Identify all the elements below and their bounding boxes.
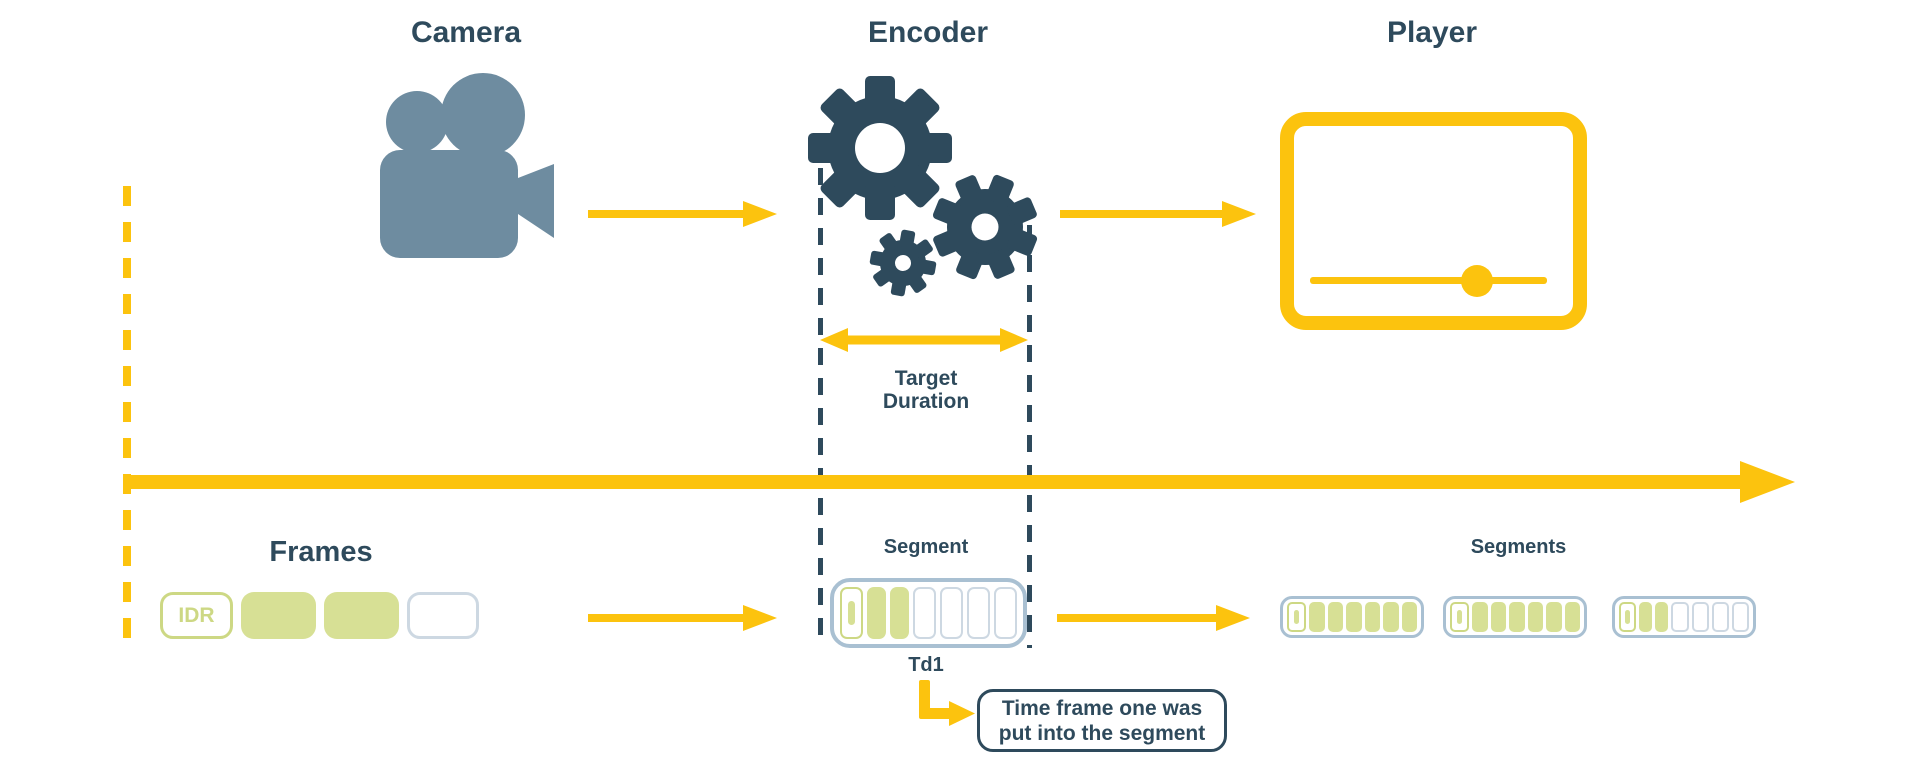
td1-callout-arrow	[919, 680, 975, 726]
camera-reel-large	[441, 73, 525, 157]
filled-frame	[1309, 602, 1325, 632]
camera-body	[380, 150, 518, 258]
segments-label: Segments	[1470, 536, 1567, 558]
flow-arrow-encoder-player	[1060, 201, 1256, 227]
filled-frame	[1472, 602, 1488, 632]
empty-frame	[1711, 602, 1729, 632]
segment-box	[830, 578, 1027, 648]
target-duration-label: Target Duration	[882, 367, 970, 413]
gear-medium	[932, 174, 1038, 280]
segments-box-2	[1443, 596, 1587, 638]
filled-frame	[1401, 602, 1417, 632]
camera-icon	[380, 73, 554, 258]
arrowhead-icon	[1740, 461, 1795, 503]
callout-box: Time frame one was put into the segment	[977, 689, 1227, 752]
idr-pill	[1294, 610, 1300, 624]
arrowhead-icon	[1222, 201, 1256, 227]
arrowhead-icon	[743, 605, 777, 631]
camera-title: Camera	[410, 16, 522, 49]
player-slider-knob[interactable]	[1461, 265, 1493, 297]
flow-arrow-segment-segments	[1057, 605, 1250, 631]
flow-arrow-frames-segment	[588, 605, 777, 631]
filled-frame	[1564, 602, 1580, 632]
td1-label: Td1	[908, 654, 944, 676]
empty-frame	[1691, 602, 1709, 632]
idr-frame	[840, 587, 863, 639]
filled-frame	[1655, 602, 1669, 632]
filled-frame	[1383, 602, 1399, 632]
arrowhead-icon	[743, 201, 777, 227]
idr-pill	[1625, 610, 1631, 624]
callout-line2: put into the segment	[998, 722, 1206, 745]
empty-frame	[913, 587, 936, 639]
filled-frame	[1546, 602, 1562, 632]
timeline-start-dashed-line	[123, 186, 131, 650]
encoder-window-right-dashed-line	[1027, 225, 1032, 648]
filled-frame	[324, 592, 399, 639]
player-title: Player	[1386, 16, 1478, 49]
idr-frame	[1450, 602, 1470, 632]
timeline-arrow	[125, 461, 1795, 503]
arrowhead-icon	[1216, 605, 1250, 631]
camera-lens	[518, 164, 554, 238]
segments-box-3	[1612, 596, 1756, 638]
player-slider-track[interactable]	[1310, 277, 1547, 284]
encoder-title: Encoder	[867, 16, 989, 49]
target-duration-arrow	[820, 328, 1028, 352]
filled-frame	[1527, 602, 1544, 632]
frames-label: Frames	[269, 536, 373, 568]
idr-pill	[1457, 610, 1463, 624]
filled-frame	[1364, 602, 1381, 632]
frames-row: IDR	[160, 592, 479, 639]
filled-frame	[1490, 602, 1507, 632]
empty-frame	[1671, 602, 1689, 632]
empty-frame	[407, 592, 479, 639]
idr-pill	[848, 601, 855, 625]
empty-frame	[1731, 602, 1749, 632]
gear-large	[808, 76, 952, 220]
filled-frame	[1346, 602, 1362, 632]
empty-frame	[940, 587, 963, 639]
idr-frame: IDR	[160, 592, 233, 639]
filled-frame	[890, 587, 909, 639]
empty-frame	[967, 587, 990, 639]
filled-frame	[1327, 602, 1344, 632]
filled-frame	[1509, 602, 1525, 632]
encoder-window-left-dashed-line	[818, 168, 823, 648]
filled-frame	[241, 592, 316, 639]
player-screen	[1280, 112, 1587, 330]
filled-frame	[867, 587, 886, 639]
callout-line1: Time frame one was	[1001, 697, 1203, 720]
flow-arrow-camera-encoder	[588, 201, 777, 227]
idr-frame	[1619, 602, 1637, 632]
empty-frame	[994, 587, 1017, 639]
segments-box-1	[1280, 596, 1424, 638]
filled-frame	[1639, 602, 1653, 632]
camera-reel-small	[386, 91, 448, 153]
encoder-gears-icon	[808, 76, 1038, 297]
segment-label: Segment	[883, 536, 969, 558]
idr-frame	[1287, 602, 1307, 632]
gear-small	[869, 229, 937, 297]
